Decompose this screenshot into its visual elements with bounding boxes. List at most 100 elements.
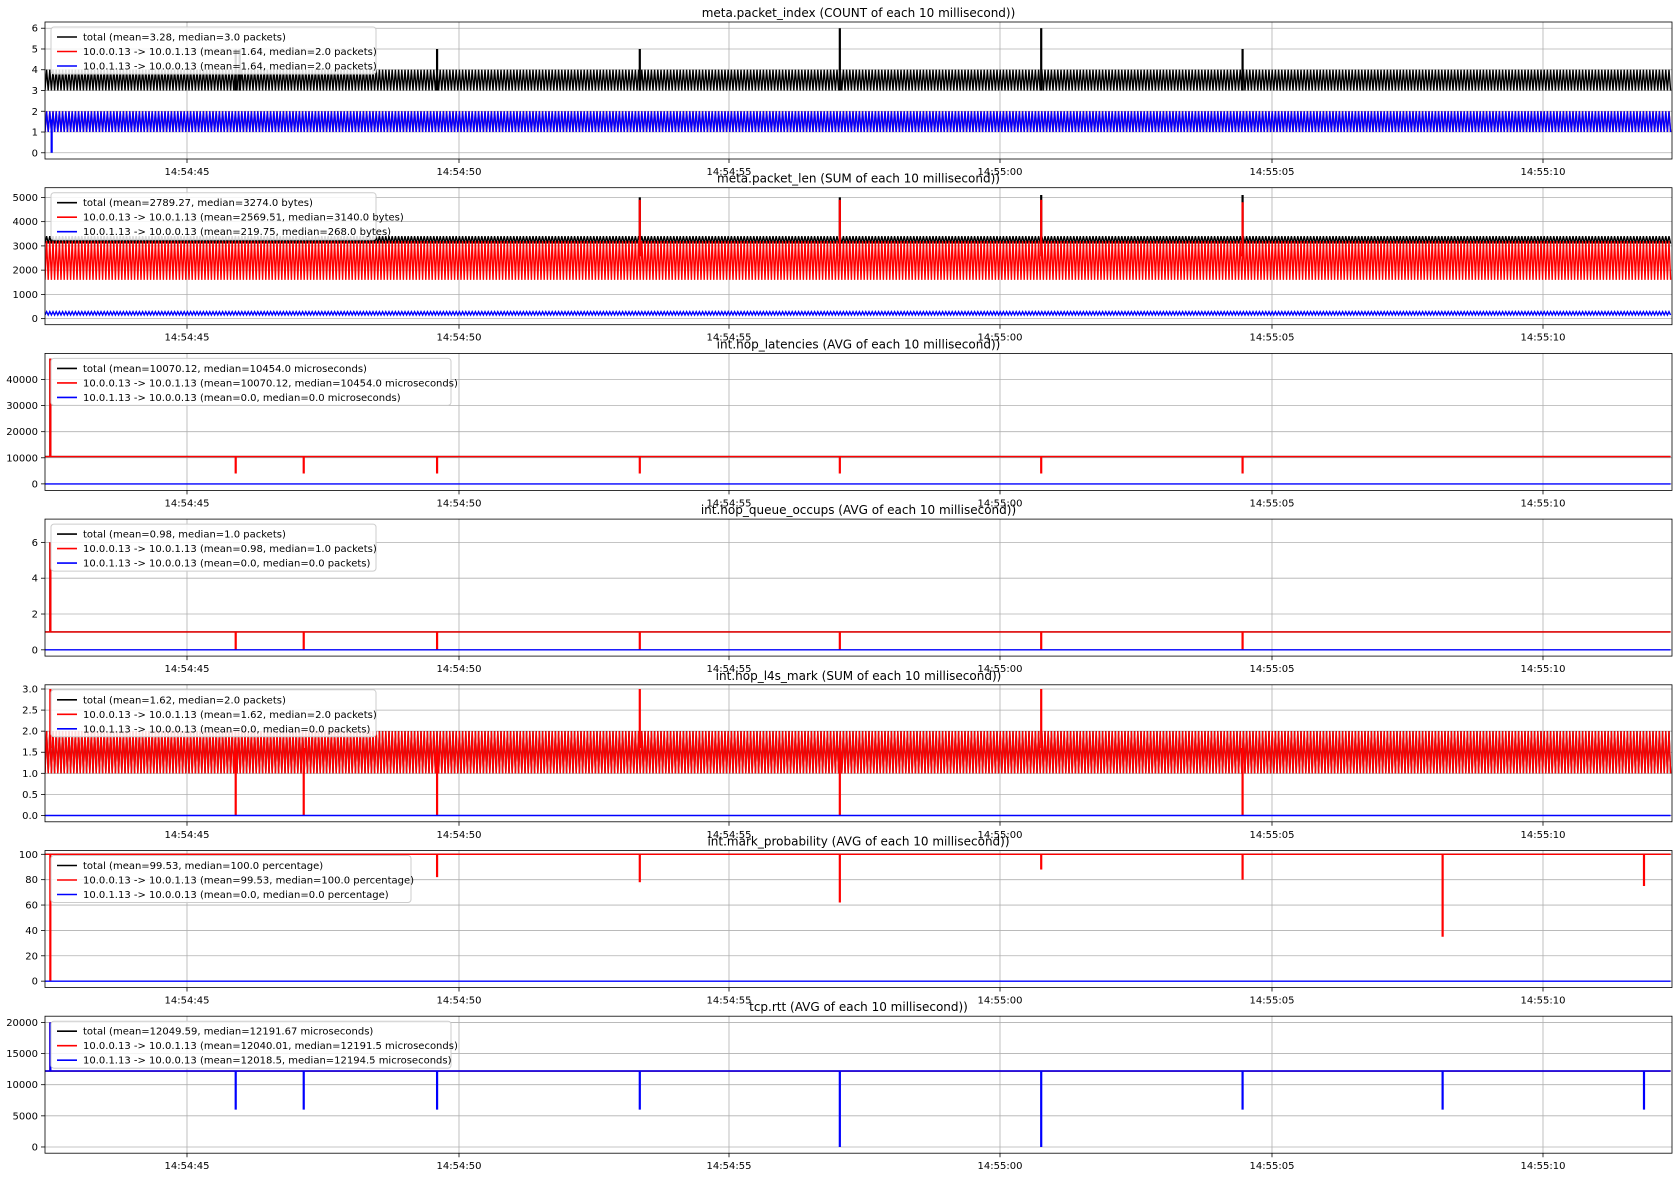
x-tick-label: 14:55:05: [1250, 830, 1295, 841]
legend-label: 10.0.1.13 -> 10.0.0.13 (mean=1.64, media…: [83, 62, 377, 73]
chart-panel: int.hop_latencies (AVG of each 10 millis…: [6, 337, 1673, 509]
x-tick-label: 14:55:00: [978, 830, 1023, 841]
legend-label: total (mean=99.53, median=100.0 percenta…: [83, 861, 323, 872]
series-line: [45, 111, 1672, 133]
y-tick-label: 20000: [6, 427, 38, 438]
chart-panel: int.mark_probability (AVG of each 10 mil…: [19, 835, 1673, 1007]
x-tick-label: 14:55:00: [978, 996, 1023, 1007]
y-tick-label: 10000: [6, 1080, 38, 1091]
legend-label: 10.0.1.13 -> 10.0.0.13 (mean=0.0, median…: [83, 393, 401, 404]
y-tick-label: 0: [32, 148, 38, 159]
legend-box: [50, 26, 377, 75]
x-tick-label: 14:54:45: [165, 830, 210, 841]
x-tick-label: 14:55:10: [1521, 1161, 1566, 1172]
x-tick-label: 14:54:55: [707, 167, 752, 178]
x-tick-label: 14:55:05: [1250, 498, 1295, 509]
y-tick-label: 5000: [13, 193, 38, 204]
y-tick-label: 5000: [13, 1111, 38, 1122]
chart-title: int.mark_probability (AVG of each 10 mil…: [707, 835, 1009, 849]
legend-label: total (mean=2789.27, median=3274.0 bytes…: [83, 198, 313, 209]
legend-box: [50, 855, 412, 903]
chart-title: meta.packet_len (SUM of each 10 millisec…: [717, 172, 1000, 186]
x-tick-label: 14:54:55: [707, 333, 752, 344]
y-tick-label: 100: [19, 850, 38, 861]
x-tick-label: 14:55:10: [1521, 333, 1566, 344]
y-tick-label: 4: [32, 574, 38, 585]
axes-frame: [44, 187, 1673, 326]
legend-box: [50, 689, 377, 738]
x-tick-label: 14:55:00: [978, 498, 1023, 509]
x-tick-label: 14:54:50: [437, 1161, 482, 1172]
x-tick-label: 14:54:45: [165, 333, 210, 344]
x-tick-label: 14:54:50: [437, 996, 482, 1007]
y-tick-label: 3: [32, 86, 38, 97]
y-tick-label: 6: [32, 538, 38, 549]
chart-title: int.hop_latencies (AVG of each 10 millis…: [717, 337, 1001, 351]
legend-label: 10.0.1.13 -> 10.0.0.13 (mean=0.0, median…: [83, 890, 389, 901]
y-tick-label: 4000: [13, 217, 38, 228]
legend: total (mean=99.53, median=100.0 percenta…: [50, 855, 414, 903]
x-tick-label: 14:54:55: [707, 664, 752, 675]
x-tick-label: 14:55:00: [978, 1161, 1023, 1172]
x-tick-label: 14:54:55: [707, 498, 752, 509]
series-line: [45, 731, 1672, 774]
x-tick-label: 14:54:50: [437, 498, 482, 509]
y-tick-label: 2.5: [22, 706, 38, 717]
x-tick-label: 14:54:55: [707, 996, 752, 1007]
x-tick-label: 14:54:50: [437, 664, 482, 675]
x-tick-label: 14:55:05: [1250, 1161, 1295, 1172]
chart-title: tcp.rtt (AVG of each 10 millisecond)): [749, 1000, 968, 1014]
legend-label: total (mean=0.98, median=1.0 packets): [83, 530, 286, 541]
y-tick-label: 40000: [6, 375, 38, 386]
legend-label: 10.0.1.13 -> 10.0.0.13 (mean=0.0, median…: [83, 559, 370, 570]
x-tick-label: 14:54:45: [165, 167, 210, 178]
y-tick-label: 1000: [13, 290, 38, 301]
y-tick-label: 3000: [13, 241, 38, 252]
series-line: [45, 240, 1672, 280]
y-tick-label: 30000: [6, 401, 38, 412]
y-tick-label: 5: [32, 44, 38, 55]
legend: total (mean=10070.12, median=10454.0 mic…: [50, 357, 458, 406]
x-tick-label: 14:54:50: [437, 830, 482, 841]
x-tick-label: 14:54:45: [165, 996, 210, 1007]
y-tick-label: 4: [32, 65, 38, 76]
legend-label: 10.0.0.13 -> 10.0.1.13 (mean=1.64, media…: [83, 47, 377, 58]
y-tick-label: 3.0: [22, 685, 38, 696]
x-tick-label: 14:55:10: [1521, 664, 1566, 675]
legend-label: total (mean=3.28, median=3.0 packets): [83, 33, 286, 44]
series-line: [45, 69, 1672, 91]
legend-box: [50, 357, 452, 406]
axes-frame: [44, 518, 1673, 657]
axes-frame: [44, 850, 1673, 988]
axes-frame: [44, 21, 1673, 160]
x-tick-label: 14:54:50: [437, 167, 482, 178]
x-tick-label: 14:54:45: [165, 1161, 210, 1172]
y-tick-label: 1.0: [22, 769, 38, 780]
x-tick-label: 14:54:50: [437, 333, 482, 344]
y-tick-label: 6: [32, 24, 38, 35]
x-tick-label: 14:54:55: [707, 830, 752, 841]
x-tick-label: 14:54:45: [165, 498, 210, 509]
x-tick-label: 14:55:10: [1521, 498, 1566, 509]
y-tick-label: 80: [25, 875, 38, 886]
y-tick-label: 20000: [6, 1018, 38, 1029]
x-tick-label: 14:55:05: [1250, 664, 1295, 675]
x-tick-label: 14:55:10: [1521, 167, 1566, 178]
legend-label: total (mean=10070.12, median=10454.0 mic…: [83, 364, 367, 375]
y-tick-label: 15000: [6, 1049, 38, 1060]
legend-box: [50, 1020, 452, 1069]
y-tick-label: 1: [32, 128, 38, 139]
legend-label: 10.0.1.13 -> 10.0.0.13 (mean=12018.5, me…: [83, 1056, 452, 1067]
y-tick-label: 20: [25, 951, 38, 962]
chart-panel: int.hop_l4s_mark (SUM of each 10 millise…: [22, 669, 1673, 841]
y-tick-label: 10000: [6, 453, 38, 464]
x-tick-label: 14:55:10: [1521, 830, 1566, 841]
x-tick-label: 14:54:55: [707, 1161, 752, 1172]
axes-frame: [44, 1015, 1673, 1154]
y-tick-label: 0.5: [22, 790, 38, 801]
y-tick-label: 2: [32, 107, 38, 118]
y-tick-label: 0: [32, 314, 38, 325]
y-tick-label: 0: [32, 1142, 38, 1153]
chart-title: int.hop_queue_occups (AVG of each 10 mil…: [701, 503, 1016, 517]
